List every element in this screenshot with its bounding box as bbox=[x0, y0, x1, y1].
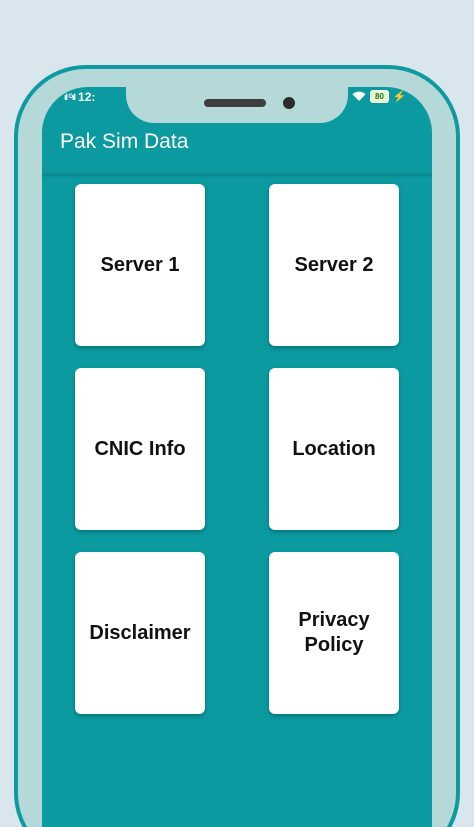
server-1-button[interactable]: Server 1 bbox=[75, 184, 205, 346]
disclaimer-button[interactable]: Disclaimer bbox=[75, 552, 205, 714]
bolt-icon: ⚡ bbox=[392, 91, 407, 103]
battery-level: 80 bbox=[370, 90, 389, 103]
front-camera bbox=[283, 97, 295, 109]
wifi-icon bbox=[352, 91, 366, 102]
appbar-divider bbox=[42, 173, 432, 175]
speaker-grille bbox=[204, 99, 266, 107]
signal-icon: ıl ᴳıl bbox=[64, 92, 76, 102]
status-bar-right: 80 ⚡ bbox=[352, 90, 407, 103]
server-2-button[interactable]: Server 2 bbox=[269, 184, 399, 346]
status-time: 12: bbox=[78, 90, 96, 104]
location-button[interactable]: Location bbox=[269, 368, 399, 530]
privacy-policy-button[interactable]: Privacy Policy bbox=[269, 552, 399, 714]
app-title: Pak Sim Data bbox=[60, 130, 189, 153]
status-bar-left: ıl ᴳıl 12: bbox=[64, 90, 95, 104]
cnic-info-button[interactable]: CNIC Info bbox=[75, 368, 205, 530]
